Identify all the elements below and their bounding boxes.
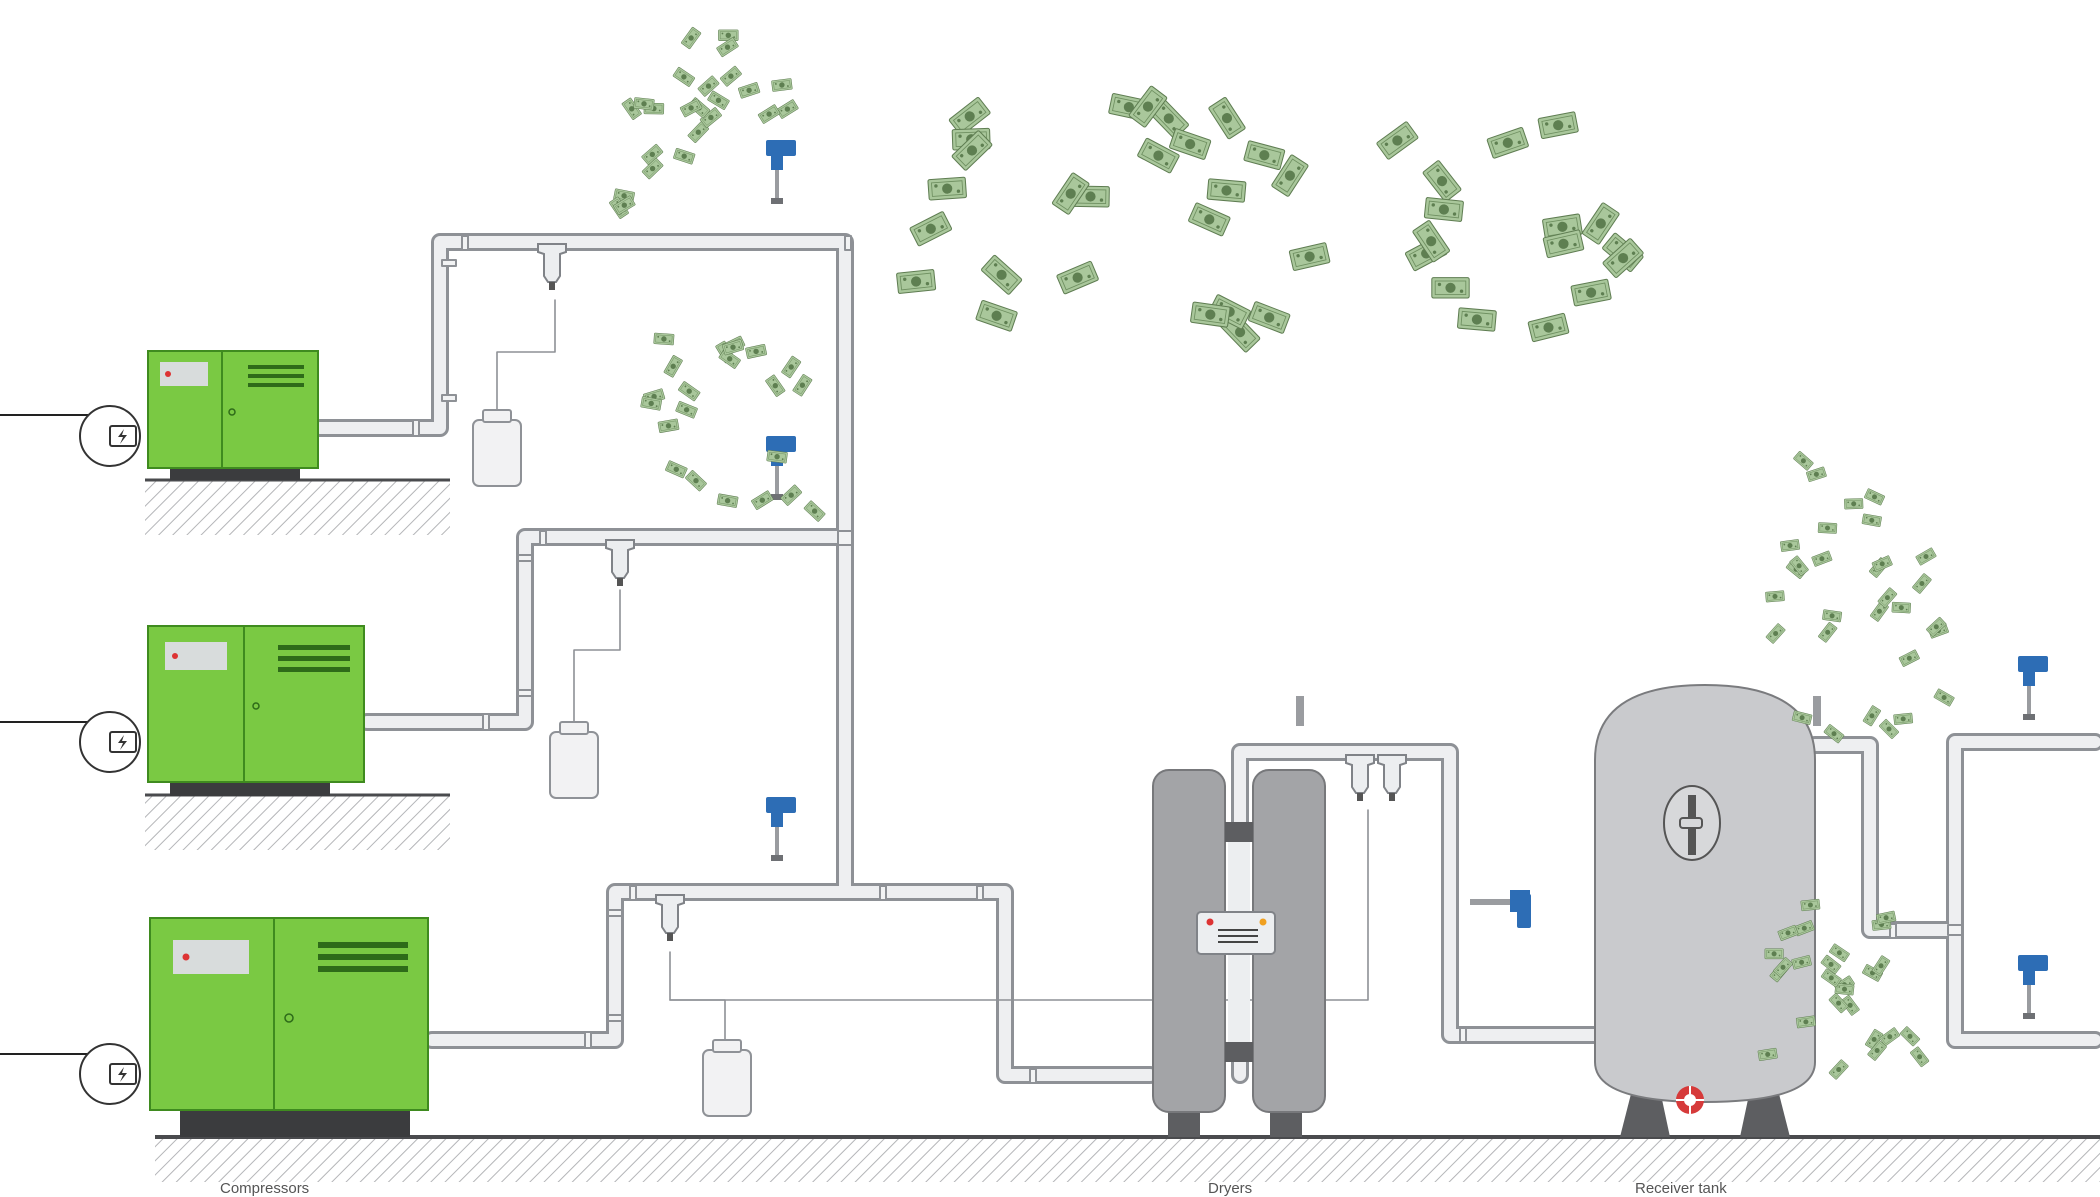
money-bill-icon [675,400,699,419]
flow-sensor-icon [2018,656,2048,720]
flow-sensor-icon [766,140,796,204]
pipe-network [311,233,2100,1084]
money-bill-icon [980,254,1023,296]
money-bill-icon [1247,300,1291,335]
money-bill-icon [633,97,655,111]
money-bill-icon [757,104,781,125]
money-bill-icon [908,210,953,247]
money-bill-icon [1933,688,1955,707]
label-receiver-tank: Receiver tank [1635,1180,1727,1197]
flow-sensor-icon [2018,955,2048,1019]
money-bill-icon [1891,601,1912,614]
money-bill-icon [1207,96,1247,140]
money-bill-icon [684,469,708,492]
compressor-2 [0,625,365,796]
money-bill-icon [716,493,739,509]
money-bill-icon [1898,649,1921,668]
money-bill-icon [1187,201,1232,237]
ground-floors [145,478,2100,1182]
receiver-tank [1594,683,1816,1137]
money-bill-icon [664,460,688,479]
money-bill-icon [1570,278,1612,307]
valve-icon [1676,1086,1704,1114]
money-bill-icon [1817,621,1838,643]
money-bill-icon [1792,450,1814,471]
flow-sensor-icon [766,797,796,861]
money-bill-icon [737,81,761,99]
money-bill-icon [780,355,802,379]
money-bill-icon [1288,241,1331,272]
money-bill-icon [1817,522,1838,534]
money-bill-icon [1206,178,1247,203]
money-bill-icon [803,500,826,523]
compressor-3 [0,917,429,1137]
money-bill-icon [1821,609,1843,623]
money-bill-icon [1779,538,1801,553]
money-bill-icon [1811,550,1833,567]
money-bill-icon [792,373,813,397]
money-bill-icon [663,354,684,378]
money-bill-icon [653,332,675,346]
money-bill-icon [1828,1059,1849,1080]
money-bill-icon [1765,623,1786,644]
compressor-1 [0,350,319,480]
money-bill-icon [1423,196,1465,223]
money-bill-icon [1911,572,1932,595]
money-bill-icon [1055,260,1100,295]
money-bill-icon [1805,466,1827,483]
money-bill-icon [680,26,702,50]
money-bill-icon [719,65,743,87]
label-compressors: Compressors [220,1180,310,1197]
money-bill-icon [1421,159,1463,203]
money-bill-icon [895,268,937,295]
money-bill-icon [750,490,774,511]
money-bill-icon [771,78,793,92]
flow-sensors [766,140,2048,1019]
money-bill-icon [1861,513,1883,528]
money-bill-icon [975,299,1019,333]
money-bill-icon [745,343,768,360]
money-bill-icon [718,29,739,41]
money-bill-icon [1899,1026,1921,1047]
label-dryers: Dryers [1208,1180,1253,1197]
money-bill-icon [1486,126,1530,160]
money-bill-icon [1800,898,1821,912]
money-bill-icon [1764,948,1784,960]
money-bill-icon [764,374,786,398]
money-bill-icon [1909,1046,1930,1068]
money-bill-icon [775,99,799,120]
money-bill-icon [672,147,696,165]
power-plug-icon [79,711,141,773]
money-bill-icon [1863,488,1886,506]
pressure-gauge-icon [1663,785,1721,861]
money-bill-icon [1375,120,1420,161]
money-bill-icon [1862,705,1882,727]
power-plug-icon [79,405,141,467]
money-bill-icon [1243,139,1286,171]
money-bill-icon [1431,277,1470,299]
money-bill-icon [657,418,680,434]
money-bill-icon [1844,498,1864,510]
flow-sensor-icon [1470,890,1531,928]
money-bill-icon [780,484,803,507]
money-bill-icon [677,380,701,402]
money-bill-icon [1456,307,1497,332]
money-bill-icon [1915,547,1937,566]
money-bill-icon [1527,312,1570,343]
money-bill-icon [706,90,731,111]
power-plug-icon [79,1043,141,1105]
money-bill-icon [927,176,968,201]
money-bill-icon [1893,712,1914,726]
money-bill-icon [1537,111,1580,140]
money-bill-icon [672,66,696,88]
dryer-unit [1152,769,1326,1137]
money-bill-icon [766,449,788,464]
money-bill-icon [1765,590,1785,603]
money-bill-icon [1828,992,1849,1014]
